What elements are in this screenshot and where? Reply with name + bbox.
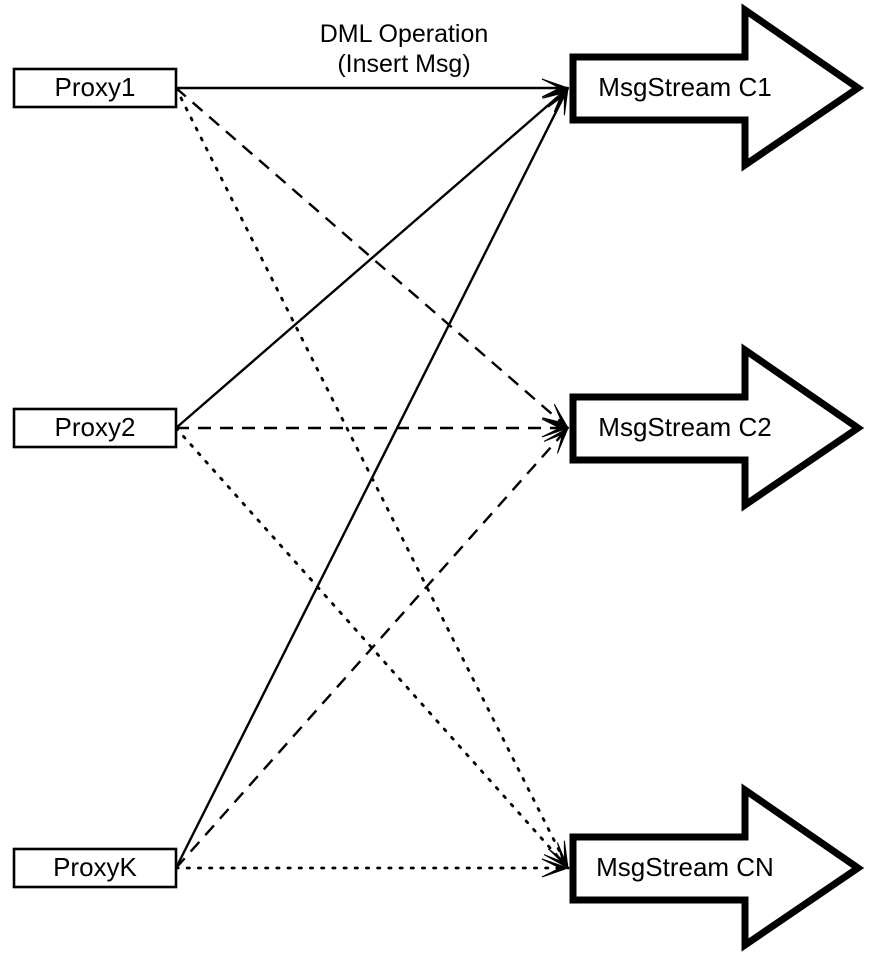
proxy-node-proxy1[interactable]: Proxy1 [12,67,178,109]
arrowhead-proxy2-to-cn [543,842,570,870]
proxy-label: ProxyK [53,852,137,882]
arrowheads-layer [541,78,570,878]
arrowhead-proxyk-to-cn [541,858,570,878]
edge-caption-line-2: (Insert Msg) [337,50,470,78]
proxy-node-proxyk[interactable]: ProxyK [12,847,178,889]
arrowhead-proxyk-to-c2 [543,426,570,454]
edge-caption: DML Operation (Insert Msg) [320,20,489,78]
streams-layer: MsgStream C1 MsgStream C2 MsgStream CN [569,3,865,952]
stream-arrow-shape [569,783,865,952]
stream-msgstream-c2[interactable]: MsgStream C2 [569,343,865,512]
arrowhead-proxy1-to-c1 [541,78,570,98]
arrowhead-proxy1-to-c2 [542,403,570,430]
edge-proxy2-to-c1 [175,87,569,429]
arrowhead-proxyk-to-c1 [547,86,569,116]
edge-caption-line-1: DML Operation [320,20,489,48]
edges-layer [174,86,570,870]
stream-arrow-shape [569,3,865,172]
edge-proxyk-to-c1 [174,87,570,869]
proxy-box [12,67,178,109]
stream-arrow-shape [569,343,865,512]
stream-label: MsgStream C1 [598,72,771,102]
proxy-label: Proxy2 [55,412,136,442]
proxy-node-proxy2[interactable]: Proxy2 [12,407,178,449]
stream-label: MsgStream CN [596,852,774,882]
stream-label: MsgStream C2 [598,412,771,442]
arrowhead-proxy2-to-c2 [541,418,570,438]
stream-msgstream-cn[interactable]: MsgStream CN [569,783,865,952]
proxy-box [12,407,178,449]
proxy-box [12,847,178,889]
stream-msgstream-c1[interactable]: MsgStream C1 [569,3,865,172]
edge-proxyk-to-c2 [175,427,569,869]
proxy-label: Proxy1 [55,72,136,102]
